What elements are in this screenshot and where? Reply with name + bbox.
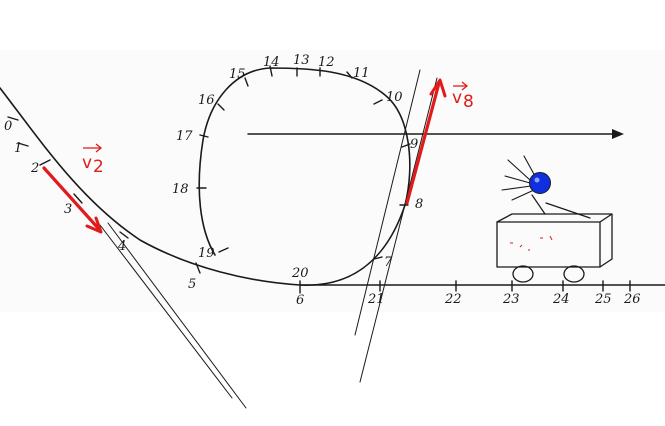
- label-7: 7: [384, 255, 393, 270]
- observer-rays: [501, 155, 536, 201]
- loop-track: [0, 67, 411, 286]
- label-0: 0: [4, 119, 12, 134]
- label-13: 13: [293, 53, 310, 68]
- label-16: 16: [198, 93, 215, 108]
- cart-marks: [510, 235, 553, 251]
- velocity-vector-v8-head: [429, 78, 447, 98]
- observer-ball-highlight: [534, 177, 540, 183]
- v2-label-symbol: v: [82, 153, 92, 173]
- label-22: 22: [444, 292, 462, 307]
- label-8: 8: [415, 197, 423, 212]
- v8-arrow-accent: [453, 81, 469, 91]
- tangent-line-b1: [354, 69, 421, 336]
- v2-arrow-accent: [83, 143, 103, 153]
- label-24: 24: [552, 292, 570, 307]
- label-14: 14: [263, 55, 280, 70]
- label-9: 9: [410, 137, 418, 152]
- ball-on-cart-icon: [496, 155, 613, 283]
- label-11: 11: [353, 66, 370, 81]
- label-10: 10: [386, 90, 403, 105]
- v8-label-subscript: 8: [463, 92, 474, 112]
- label-3: 3: [64, 202, 72, 217]
- label-17: 17: [176, 129, 193, 144]
- label-21: 21: [367, 292, 385, 307]
- label-5: 5: [188, 277, 196, 292]
- label-6: 6: [296, 293, 304, 308]
- cart-wheel-right: [563, 265, 585, 283]
- label-20: 20: [291, 266, 309, 281]
- tangent-line-a2: [107, 222, 247, 409]
- observer-ball: [529, 172, 551, 194]
- v2-label-subscript: 2: [93, 157, 104, 177]
- tangent-line-a1: [99, 224, 233, 399]
- label-23: 23: [502, 292, 520, 307]
- tangent-line-b2: [359, 77, 438, 383]
- label-15: 15: [229, 67, 246, 82]
- label-12: 12: [318, 55, 335, 70]
- direction-arrow-head: [612, 129, 624, 139]
- track-ticks: [7, 65, 631, 294]
- label-19: 19: [198, 246, 215, 261]
- scan-background: [0, 50, 665, 312]
- cart-top: [496, 213, 613, 268]
- label-4: 4: [117, 239, 126, 254]
- velocity-vector-v2-head: [85, 216, 103, 234]
- label-26: 26: [623, 292, 641, 307]
- label-1: 1: [14, 141, 22, 156]
- cart-wheel-left: [512, 265, 534, 283]
- velocity-vector-v2: [42, 166, 100, 230]
- v8-label-symbol: v: [452, 88, 462, 108]
- velocity-vector-v8: [405, 81, 441, 205]
- label-18: 18: [172, 182, 189, 197]
- label-2: 2: [30, 161, 39, 176]
- label-25: 25: [594, 292, 612, 307]
- observer-stand: [531, 194, 591, 219]
